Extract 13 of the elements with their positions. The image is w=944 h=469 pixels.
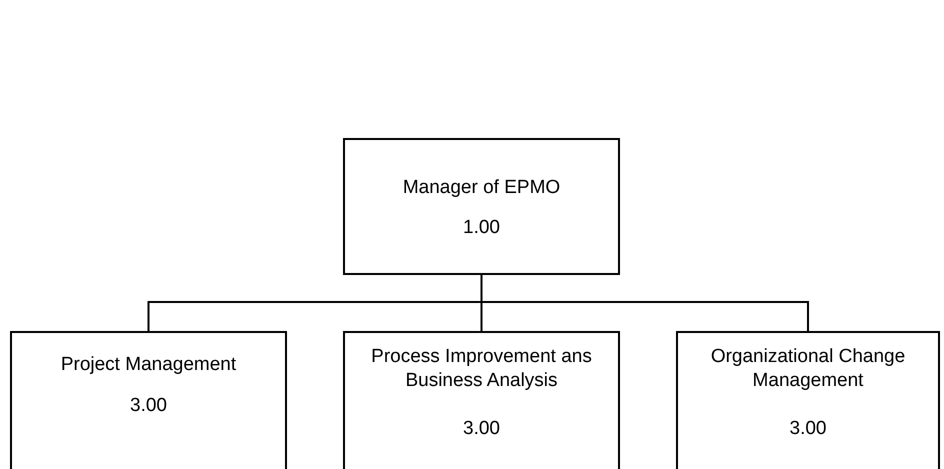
role-title: Process Improvement ans Business Analysis <box>370 345 593 393</box>
org-box <box>343 138 620 275</box>
role-title: Manager of EPMO <box>402 176 560 200</box>
headcount-value: 3.00 <box>130 394 167 418</box>
headcount-value: 1.00 <box>463 216 500 240</box>
org-box <box>10 331 287 469</box>
headcount-value: 3.00 <box>463 417 500 441</box>
role-title: Organizational Change Management <box>710 345 906 393</box>
role-title: Project Management <box>60 353 236 377</box>
connector-line <box>480 275 809 331</box>
org-box <box>676 331 940 469</box>
org-box <box>343 331 620 469</box>
headcount-value: 3.00 <box>790 417 826 441</box>
